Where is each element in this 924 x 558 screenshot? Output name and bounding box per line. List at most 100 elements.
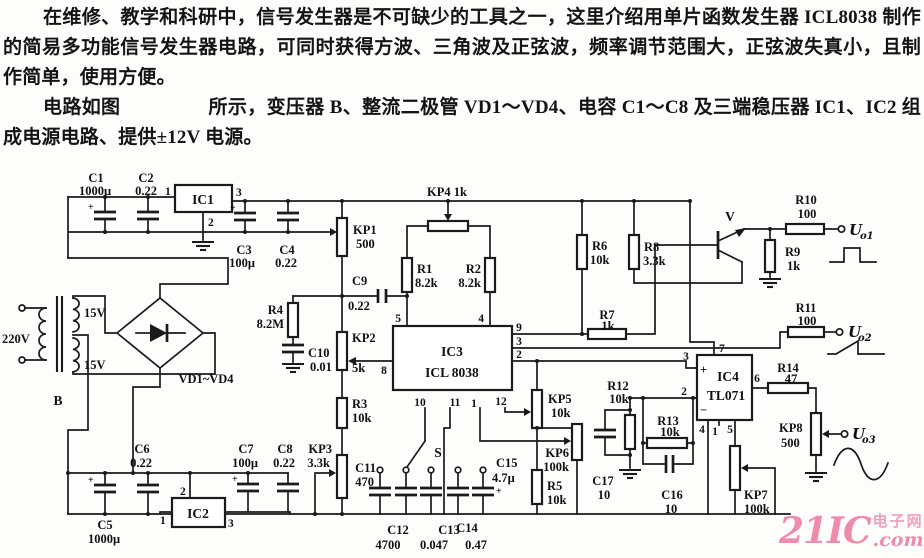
label-c11-value: 470: [355, 475, 374, 489]
label-r2-value: 8.2k: [458, 276, 481, 290]
paragraph-1: 在维修、教学和科研中，信号发生器是不可缺少的工具之一，这里介绍用单片函数发生器 …: [3, 7, 921, 88]
ic2-pin1: 1: [160, 515, 166, 527]
label-c12: C12: [387, 523, 409, 537]
watermark-21ic: 21IC 电子网 .com.: [779, 510, 924, 552]
ic3-pin8: 8: [381, 365, 387, 377]
ic3-pin2: 2: [516, 349, 522, 361]
ic4-pin2: 2: [681, 386, 687, 398]
label-transformer-b: B: [53, 393, 62, 408]
triangle-wave-path: R11 100 U o2: [511, 301, 885, 355]
label-c9-value: 0.22: [348, 299, 370, 313]
label-c7: C7: [238, 442, 253, 456]
watermark-com: .com.: [872, 529, 924, 551]
ic2-pin3: 3: [228, 518, 234, 530]
label-kp5: KP5: [548, 392, 572, 406]
label-uo2-sub: o2: [858, 333, 872, 344]
ic1-pin2: 2: [208, 217, 214, 229]
label-r2: R2: [466, 262, 481, 276]
label-15v-bottom: 15V: [84, 358, 106, 372]
label-r14: R14: [777, 361, 799, 375]
ic4-pin4: 4: [699, 424, 705, 436]
label-kp7: KP7: [744, 488, 768, 502]
paragraph-2: 电路如图所示，变压器 B、整流二极管 VD1～VD4、电容 C1～C8 及三端稳…: [3, 93, 921, 153]
label-uo3-sub: o3: [862, 435, 876, 446]
label-r11: R11: [796, 301, 817, 315]
label-r9-value: 1k: [787, 259, 800, 273]
label-c10-value: 0.01: [310, 360, 332, 374]
label-c11: C11: [355, 461, 376, 475]
sawtooth-wave-icon: [827, 339, 885, 355]
ic3-pin4: 4: [478, 313, 484, 325]
ic1-pin1: 1: [165, 186, 171, 198]
label-c6-value: 0.22: [130, 456, 152, 470]
transformer: 220V 15V 15V B: [2, 295, 216, 515]
sine-wave-path: R12 10k C17 10 R13 10k C16 10 IC4 TL071 …: [511, 199, 890, 516]
label-kp3-value: 3.3k: [307, 456, 330, 470]
label-kp8: KP8: [779, 421, 803, 435]
label-c3-value: 100μ: [229, 256, 255, 270]
label-r1-value: 8.2k: [415, 276, 438, 290]
label-r12-value: 10k: [609, 392, 629, 406]
label-r4: R4: [268, 303, 284, 317]
label-transistor-v: V: [725, 209, 735, 224]
label-c14-value: 0.47: [465, 538, 487, 552]
label-ic4-part: TL071: [707, 388, 746, 403]
label-r4-value: 8.2M: [257, 317, 285, 331]
ic3-pin5: 5: [395, 313, 401, 325]
label-ic2: IC2: [187, 506, 209, 521]
circuit-schematic: C1 1000μ + C2 0.22 IC1 1 3 2 C3 100μ + C…: [2, 171, 890, 552]
label-r7: R7: [599, 308, 614, 322]
ic4-minus-input-mark: −: [700, 403, 707, 417]
timing-chain: KP1 500 C9 0.22 R4 8.2M C10 0.01 KP2 5k …: [257, 199, 409, 516]
label-r9: R9: [785, 245, 800, 259]
label-c9: C9: [352, 274, 367, 288]
label-uo1-sub: o1: [860, 231, 874, 242]
label-c13-value: 0.047: [420, 538, 448, 552]
label-kp3: KP3: [308, 442, 332, 456]
ic3-pin12: 12: [495, 396, 507, 408]
ic3-pin9: 9: [516, 322, 522, 334]
ic2-pin2: 2: [180, 486, 186, 498]
ic4-pin7: 7: [719, 343, 725, 355]
label-r13: R13: [657, 414, 679, 428]
label-r6-value: 10k: [590, 253, 610, 267]
label-c6: C6: [134, 442, 149, 456]
label-ic4: IC4: [717, 369, 739, 384]
label-c3: C3: [236, 243, 251, 257]
ic1-pin3: 3: [236, 187, 242, 199]
watermark-cn: 电子网: [872, 513, 924, 530]
label-c1-value: 1000μ: [79, 184, 111, 198]
label-r10: R10: [795, 193, 817, 207]
label-kp2-value: 5k: [352, 361, 365, 375]
c15-polarity: +: [496, 486, 502, 497]
label-220v: 220V: [2, 332, 30, 346]
ic4-pin6: 6: [754, 373, 760, 385]
label-c8: C8: [277, 442, 292, 456]
label-uo1: U: [849, 221, 863, 239]
paragraph-2-rest: 所示，变压器 B、整流二极管 VD1～VD4、电容 C1～C8 及三端稳压器 I…: [3, 97, 921, 148]
label-switch-s: S: [434, 445, 442, 460]
watermark-brand: 21IC: [779, 510, 872, 552]
label-c16-value: 10: [665, 502, 678, 516]
ic3-pin1: 1: [471, 398, 477, 410]
square-wave-path: R6 10k R8 3.3k R7 1k V R9 1k R10 100 U o…: [511, 193, 877, 341]
c3-polarity: +: [230, 203, 236, 214]
level-pots: KP5 10k KP6 100k R5 10k: [530, 359, 584, 515]
frequency-pot-network: KP4 1k R1 8.2k R2 8.2k 5 4: [395, 185, 497, 327]
label-c4-value: 0.22: [275, 256, 297, 270]
label-r3-value: 10k: [352, 411, 372, 425]
label-kp6: KP6: [545, 446, 569, 460]
label-r8-value: 3.3k: [643, 254, 666, 268]
label-r10-value: 100: [798, 207, 817, 221]
label-c5-value: 1000μ: [88, 532, 120, 546]
label-kp1-value: 500: [356, 237, 375, 251]
bridge-rectifier: VD1~VD4: [115, 296, 234, 474]
ic3-icl8038: IC3 ICL 8038 9 3 2 10 11 1 12: [391, 322, 522, 410]
c5-polarity: +: [88, 475, 94, 486]
ic4-pin1: 1: [712, 426, 718, 438]
watermark-column: 电子网 .com.: [873, 514, 924, 550]
label-15v-top: 15V: [84, 306, 106, 320]
article-text: 在维修、教学和科研中，信号发生器是不可缺少的工具之一，这里介绍用单片函数发生器 …: [3, 3, 921, 153]
c1-polarity: +: [88, 202, 94, 213]
label-c14: C14: [456, 521, 478, 535]
